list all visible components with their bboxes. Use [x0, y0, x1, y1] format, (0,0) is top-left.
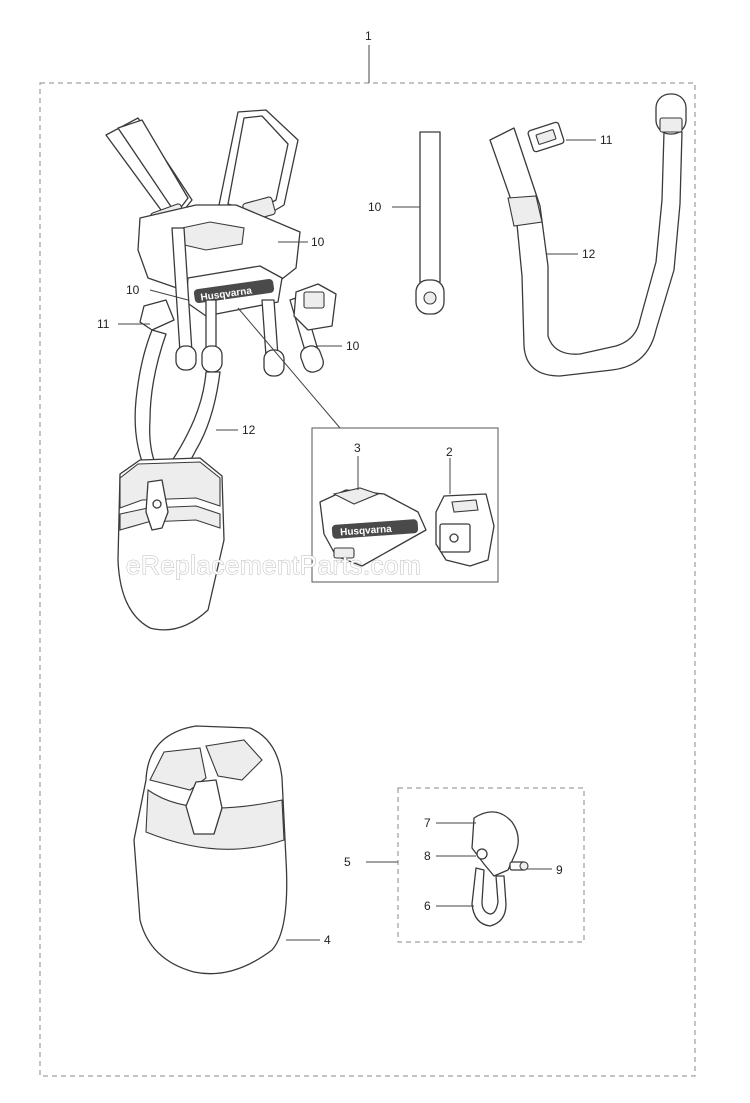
callout-4: 4 — [324, 933, 331, 947]
callout-5: 5 — [344, 855, 351, 869]
callout-10-a: 10 — [311, 235, 325, 249]
assembly-boundary — [39, 82, 696, 1077]
callout-8: 8 — [424, 849, 431, 863]
chest-pad-right-part — [435, 493, 495, 567]
buckle-part — [527, 121, 565, 153]
callout-6: 6 — [424, 899, 431, 913]
callout-9: 9 — [556, 863, 563, 877]
chest-pad-left-part: Husqvarna — [319, 487, 427, 567]
callout-11-a: 11 — [97, 317, 110, 331]
hook-assembly-boundary — [397, 787, 585, 943]
watermark: eReplacementParts.com — [126, 550, 421, 580]
callout-10-b: 10 — [126, 283, 140, 297]
callout-11-b: 11 — [600, 133, 613, 147]
callout-7: 7 — [424, 816, 431, 830]
callout-3: 3 — [354, 441, 361, 455]
hook-parts — [471, 811, 529, 927]
harness-assembly: Husqvarna — [105, 109, 337, 631]
waist-belt-part — [489, 93, 687, 377]
callout-2: 2 — [446, 445, 453, 459]
strap-part — [415, 131, 445, 315]
callout-12-a: 12 — [242, 423, 256, 437]
detail-pad-logo: Husqvarna — [340, 524, 393, 539]
hip-pad-part — [133, 725, 288, 975]
callout-10-d: 10 — [368, 200, 382, 214]
callout-1: 1 — [365, 29, 372, 43]
callout-10-c: 10 — [346, 339, 360, 353]
callout-12-b: 12 — [582, 247, 596, 261]
